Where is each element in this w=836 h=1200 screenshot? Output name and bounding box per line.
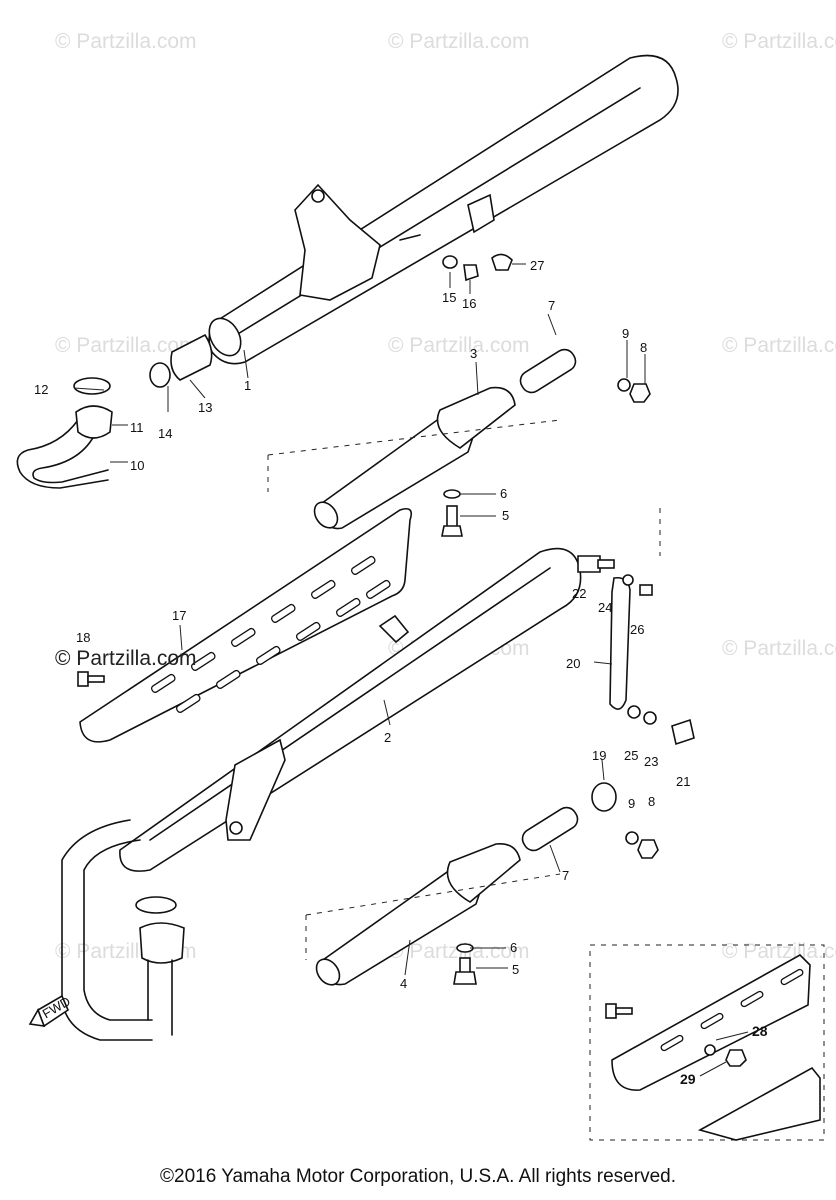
bolt-lower [453,943,477,985]
callout-27: 27 [530,258,544,273]
silencer-lower [315,782,617,986]
callouts: 1 2 3 4 5 6 7 8 9 10 11 12 13 14 15 16 1… [34,258,768,1087]
callout-8-upper: 8 [640,340,647,355]
callout-15: 15 [442,290,456,305]
heat-shield [79,507,413,743]
callout-11: 11 [130,420,144,435]
copyright-notice: ©2016 Yamaha Motor Corporation, U.S.A. A… [160,1166,676,1187]
callout-5-lower: 5 [512,962,519,977]
exhaust-pipe-lower [61,819,185,1041]
callout-29: 29 [680,1071,696,1087]
callout-16: 16 [462,296,476,311]
small-hardware-top [442,253,513,282]
callout-12: 12 [34,382,48,397]
callout-7-upper: 7 [548,298,555,313]
callout-14: 14 [158,426,172,441]
callout-3: 3 [470,346,477,361]
inset-detail [589,944,825,1141]
callout-8-lower: 8 [648,794,655,809]
watermark: © Partzilla.com [55,30,197,53]
callout-1: 1 [244,378,251,393]
muffler-lower [119,547,582,872]
nut-washer-lower [625,831,659,859]
callout-6-upper: 6 [500,486,507,501]
callout-20: 20 [566,656,580,671]
watermark: © Partzilla.com [55,334,197,357]
silencer-upper [313,348,577,530]
watermark-dark: © Partzilla.com [55,647,197,670]
watermark: © Partzilla.com [722,334,836,357]
stay-bracket [577,555,695,746]
callout-4: 4 [400,976,407,991]
bolt-18 [77,671,105,687]
watermark: © Partzilla.com [722,637,836,660]
nut-washer-upper [617,378,651,403]
watermark: © Partzilla.com [388,30,530,53]
callout-13: 13 [198,400,212,415]
watermark: © Partzilla.com [722,30,836,53]
bolt-upper [441,489,463,537]
callout-26: 26 [630,622,644,637]
watermark: © Partzilla.com [722,940,836,963]
callout-25: 25 [624,748,638,763]
leader-lines [73,263,661,976]
callout-10: 10 [130,458,144,473]
joint-pipe [149,333,213,388]
muffler-upper [208,54,679,365]
callout-5-upper: 5 [502,508,509,523]
callout-6-lower: 6 [510,940,517,955]
callout-2: 2 [384,730,391,745]
callout-17: 17 [172,608,186,623]
callout-24: 24 [598,600,612,615]
heat-shield-slots [150,555,391,713]
watermark: © Partzilla.com [388,940,530,963]
callout-21: 21 [676,774,690,789]
callout-19: 19 [592,748,606,763]
callout-23: 23 [644,754,658,769]
callout-7-lower: 7 [562,868,569,883]
callout-9-upper: 9 [622,326,629,341]
callout-18: 18 [76,630,90,645]
fwd-arrow-icon: FWD [28,994,73,1028]
callout-9-lower: 9 [628,796,635,811]
watermark: © Partzilla.com [388,334,530,357]
callout-22: 22 [572,586,586,601]
callout-28: 28 [752,1023,768,1039]
exhaust-pipe-upper [16,377,113,489]
